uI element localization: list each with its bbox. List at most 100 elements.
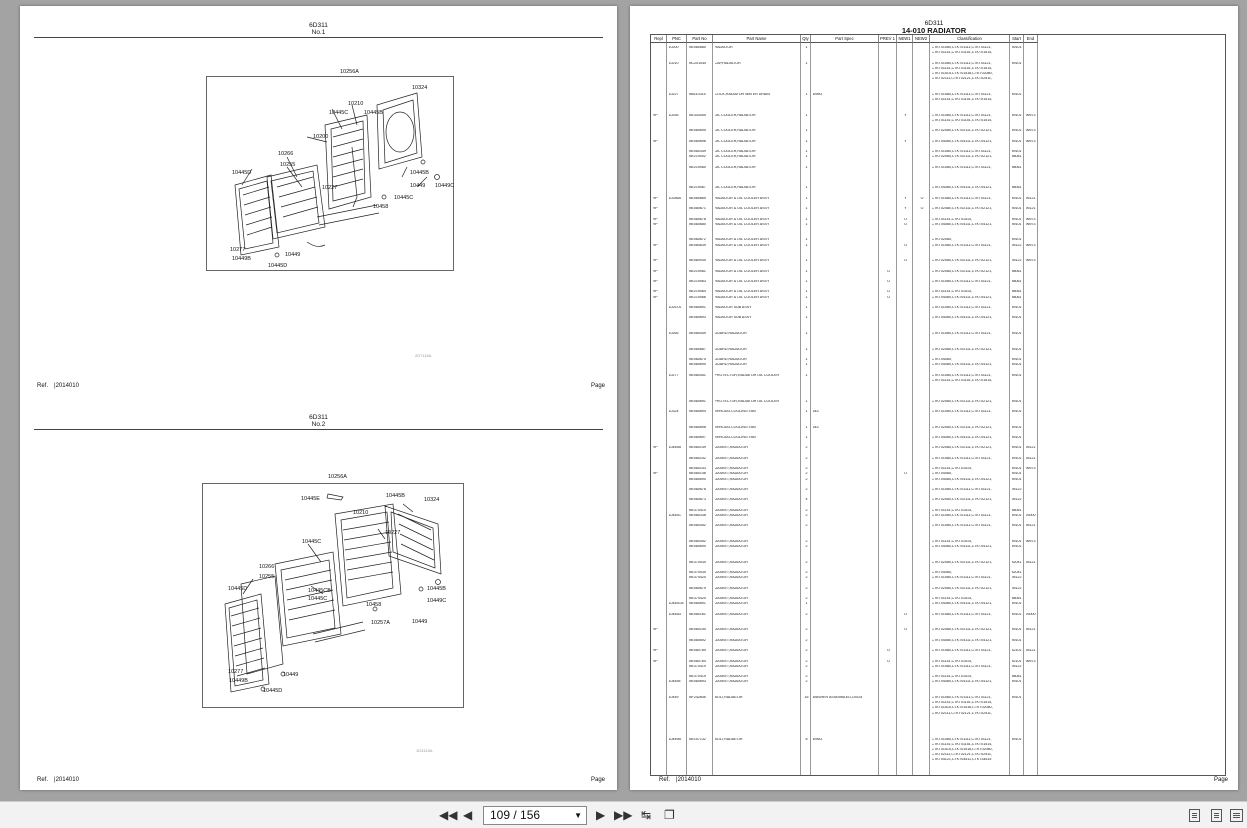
cell-start: 95122 — [1011, 576, 1022, 580]
cell-qty: 1 — [805, 316, 808, 320]
exploded-diagram-1: 10256A 10324 10210 10445C 10445B 10200 1… — [206, 69, 454, 271]
cell-repl: RP — [652, 269, 658, 273]
two-page-view-icon[interactable] — [1230, 809, 1243, 822]
cell-cls: CTKT01141,CTKT01151,CTKT01514, — [931, 98, 993, 101]
cell-cls: CTKT01080,CTKT01111,CTKT01121, — [931, 410, 992, 413]
thumbnail-icon[interactable]: ❐ — [664, 808, 675, 822]
cell-spec: 643 — [812, 410, 819, 413]
cell-start: 89101 — [1011, 61, 1022, 65]
cell-cls: CTKT02080,CTKT02111,CTKT02121, — [931, 259, 993, 263]
cell-name: GASKET,RADIATOR — [714, 446, 748, 450]
cell-pnc: 10449B — [668, 737, 681, 741]
continuous-view-icon[interactable] — [1211, 809, 1222, 822]
callout-10445B-d2: 10445B — [386, 493, 405, 499]
cell-start: 89101 — [1011, 467, 1022, 471]
cell-qty: 2 — [805, 508, 808, 512]
cell-spec: WASHER ASSEMBLED,10X25 — [812, 696, 863, 699]
column-header-repl: Repl Part — [651, 35, 667, 43]
cell-qty: 1 — [805, 222, 808, 226]
cell-name: GUARD,RADIATOR — [714, 347, 747, 351]
cell-p1: O — [887, 269, 890, 273]
cell-qty: 2 — [805, 586, 808, 590]
cell-name: OIL COOLER,RADIATOR — [714, 155, 756, 159]
cell-start: 88061 — [1011, 269, 1022, 273]
prev-page-icon[interactable]: ◀ — [463, 808, 473, 822]
cell-qty: 2 — [805, 612, 808, 616]
cell-qty: 1 — [805, 358, 808, 361]
cell-start: 88061 — [1011, 155, 1022, 159]
column-header-part: Part No — [687, 35, 713, 43]
cell-name: RADIATOR & OIL COOLER ASSY — [714, 243, 770, 247]
column-divider — [1024, 43, 1038, 775]
cell-qty: 1 — [805, 61, 808, 65]
cell-qty: 1 — [805, 259, 808, 263]
cell-cls: CTKT01141,CTKT01514, — [931, 290, 972, 294]
cell-n1: O — [904, 243, 907, 247]
cell-name: OIL COOLER,RADIATOR — [714, 150, 756, 153]
cell-cls: CTKT02080,CTKT02111,CTKT02121, — [931, 207, 993, 211]
single-view-icon[interactable] — [1189, 809, 1200, 822]
cell-cls: CTKT01080,CTKT01111,CTKT01121, — [931, 737, 992, 741]
chevron-down-icon[interactable]: ▼ — [574, 811, 582, 820]
cell-repl: RP — [652, 628, 658, 632]
cell-qty: 2 — [805, 680, 808, 684]
cell-name: SHROUD,COOLING FAN — [714, 436, 756, 439]
column-divider — [651, 43, 667, 775]
table-row: CTKT04121,CTKT04511,CTKT34515 — [651, 758, 1225, 763]
cell-name: RADIATOR & OIL COOLER ASSY — [714, 280, 770, 283]
cell-repl: RP — [652, 139, 658, 143]
cell-part: ME080669 — [688, 196, 706, 200]
cell-n1: Y — [904, 113, 907, 117]
cell-spec: WING — [812, 737, 823, 741]
cell-cls: CTKT01141,CTKT01514, — [931, 597, 972, 601]
cell-name: OIL COOLER,RADIATOR — [714, 129, 756, 133]
cell-start: 89101 — [1011, 612, 1022, 616]
cell-qty: 4 — [805, 498, 808, 502]
cell-part: ME080639 — [688, 243, 706, 247]
cell-cls: CTKT02080,CTKT02111,CTKT02121, — [931, 498, 993, 502]
cell-qty: 2 — [805, 649, 808, 653]
page-number-input[interactable]: 109 / 156 ▼ — [483, 806, 587, 825]
table-row: CTKT01141,CTKT01151,CTKT01514, — [651, 67, 1225, 72]
cell-start: 89101 — [1011, 316, 1022, 320]
callout-10210-d2: 10210 — [353, 510, 369, 516]
cell-part: ME080452 — [688, 524, 706, 528]
cell-cls: CTKT01080,CTKT01111,CTKT01121, — [931, 514, 992, 517]
cell-start: 95122 — [1011, 259, 1022, 263]
cell-qty: 2 — [805, 675, 808, 679]
cell-pnc: 10227 — [668, 92, 679, 96]
cell-end: 95121 — [1025, 446, 1036, 450]
cell-cls: CTKT01080,CTKT01111,CTKT01121, — [931, 280, 992, 283]
last-page-icon[interactable]: ▶▶ — [614, 808, 633, 822]
cell-qty: 2 — [805, 514, 808, 517]
cell-pnc: 10265 — [668, 332, 679, 335]
cell-start: 89101 — [1011, 602, 1022, 606]
callout-10266-d2: 10266 — [259, 564, 275, 570]
cell-qty: 1 — [805, 217, 808, 221]
column-header-start: Start — [1010, 35, 1024, 43]
cell-cls: CTKT01141,CTKT01151,CTKT01514, — [931, 701, 993, 705]
callout-10277: 10277 — [230, 247, 246, 253]
first-page-icon[interactable]: ◀◀ — [439, 808, 458, 822]
table-row: CTKT01141,CTKT01151,CTKT01514, — [651, 701, 1225, 706]
cell-pnc: 10449 — [668, 696, 679, 699]
callout-10445C-d2b: 10445C — [308, 596, 328, 602]
cell-repl: RP — [652, 217, 658, 221]
callout-10227: 10227 — [322, 185, 338, 191]
next-page-icon[interactable]: ▶ — [596, 808, 606, 822]
cell-qty: 2 — [805, 477, 808, 481]
fit-page-icon[interactable]: ↹ — [641, 808, 652, 822]
cell-start: 89101 — [1011, 222, 1022, 226]
cell-pnc: 10210 — [668, 61, 679, 65]
cell-end: 95121 — [1025, 456, 1036, 460]
